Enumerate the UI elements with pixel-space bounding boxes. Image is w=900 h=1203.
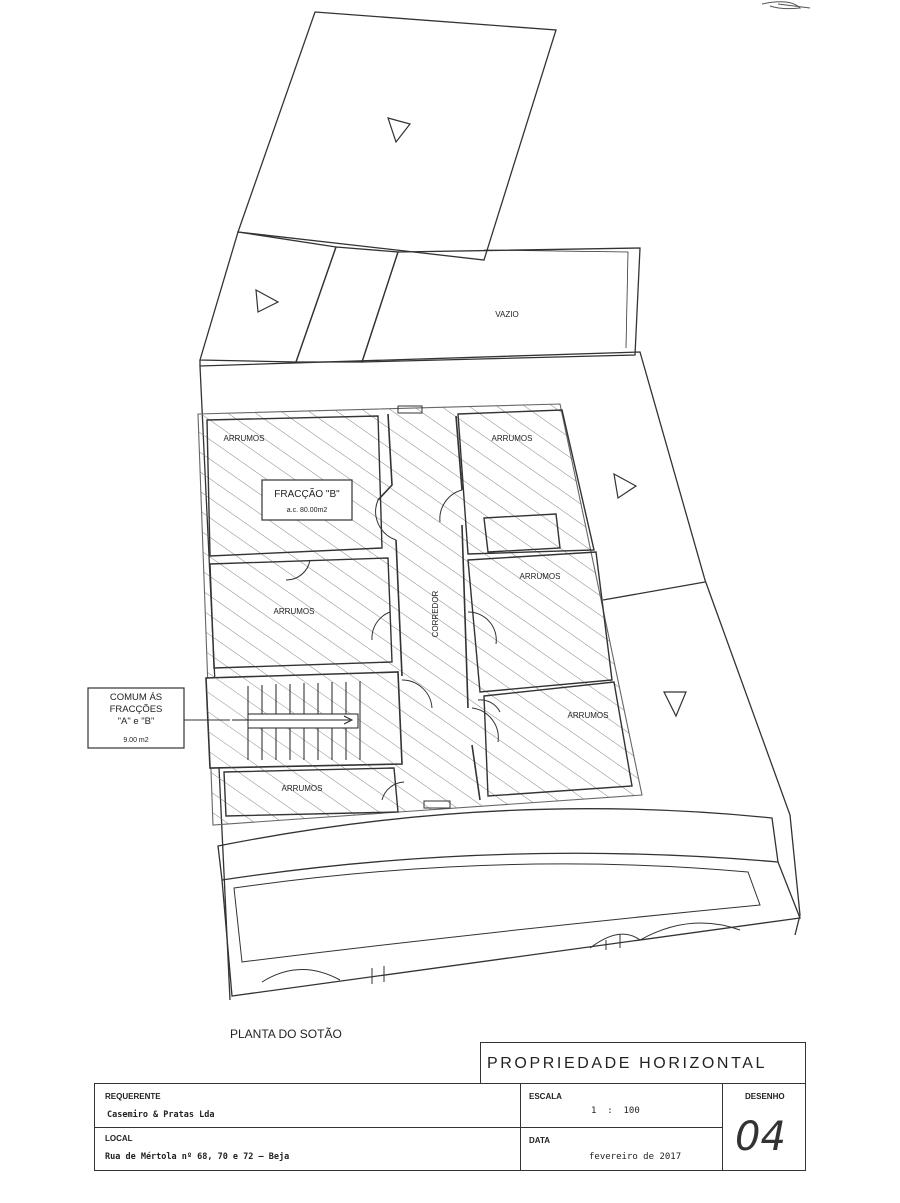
vazio-zone [361,247,641,363]
label-arrumos-ml: ARRUMOS [274,607,315,616]
room-arrumos-mr [467,551,613,693]
room-arrumos-tl [206,415,383,557]
escala-label: ESCALA [529,1092,562,1101]
fraccao-b-box [261,479,353,521]
comum-line3: "A" e "B" [118,716,155,727]
comum-area: 9.00 m2 [123,737,148,744]
label-arrumos-br: ARRUMOS [568,711,609,720]
void-area [295,246,399,363]
fraccao-b-title: FRACÇÃO "B" [274,487,340,500]
fraccao-b-area: a.c. 80.00m2 [287,507,328,514]
slope-arrow-right-lower [663,691,687,718]
comum-line1: COMUM ÁS [110,692,162,703]
drawing-title: PLANTA DO SOTÃO [230,1027,342,1041]
data-value: fevereiro de 2017 [589,1152,682,1162]
room-arrumos-ml [209,557,393,669]
label-arrumos-bl: ARRUMOS [282,784,323,793]
label-arrumos-tr: ARRUMOS [492,434,533,443]
local-value: Rua de Mértola nº 68, 70 e 72 – Beja [105,1152,290,1162]
comum-line2: FRACÇÕES [110,704,163,715]
escala-value: 1 : 100 [591,1106,640,1116]
label-arrumos-tl: ARRUMOS [224,434,265,443]
label-corredor: CORREDOR [431,590,440,637]
local-label: LOCAL [105,1134,133,1143]
data-label: DATA [529,1136,551,1145]
comum-box [87,687,185,749]
requerente-value: Casemiro & Pratas Lda [107,1110,215,1120]
desenho-label: DESENHO [745,1092,785,1101]
room-arrumos-br [483,681,633,797]
title-header-box: PROPRIEDADE HORIZONTAL [480,1042,806,1084]
title-block-main: REQUERENTE Casemiro & Pratas Lda LOCAL R… [94,1083,806,1171]
slope-arrow-top [387,117,412,144]
divider-right [722,1084,724,1170]
room-arrumos-tr [457,409,595,555]
slope-arrow-left [255,288,280,313]
title-header: PROPRIEDADE HORIZONTAL [487,1055,768,1072]
label-vazio: VAZIO [495,310,518,319]
room-arrumos-bl [223,767,399,817]
label-arrumos-mr: ARRUMOS [520,572,561,581]
divider-mid [95,1127,722,1129]
roof-upper [237,11,557,261]
signature-mark [761,1,811,10]
slope-arrow-right-upper [613,472,638,500]
requerente-label: REQUERENTE [105,1092,161,1101]
room-small-box [483,513,561,553]
desenho-value: 04 [735,1114,786,1160]
